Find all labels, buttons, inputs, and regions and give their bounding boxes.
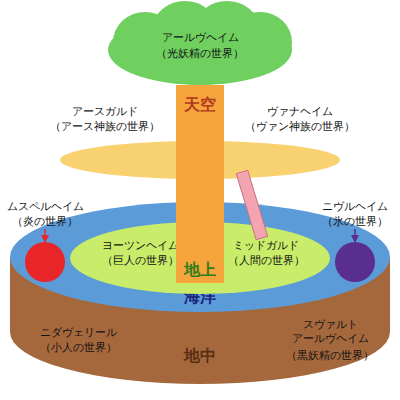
world-name: （小人の世界） xyxy=(40,341,117,355)
cloud-lobe xyxy=(155,31,245,85)
trunk-fill xyxy=(176,85,224,283)
fire-circle-outline xyxy=(25,242,65,282)
ellipse-fill xyxy=(335,242,375,282)
tier-label: 地中 xyxy=(184,347,216,365)
world-name: ヨーツンヘイム xyxy=(102,239,179,253)
world-name: （ヴァン神族の世界） xyxy=(245,120,355,134)
world-name: スヴァルト アールヴヘイム xyxy=(292,318,369,346)
world-name: （アース神族の世界） xyxy=(50,120,160,134)
ice-circle: ニヴルヘイム（氷の世界） xyxy=(335,242,375,282)
world-name: （炎の世界） xyxy=(12,215,78,229)
ellipse-fill xyxy=(60,141,340,179)
trunk-bar-outline xyxy=(176,85,224,283)
world-name: アールヴヘイム xyxy=(162,31,239,45)
world-name: （人間の世界） xyxy=(228,254,305,268)
world-name: ニダヴェリール xyxy=(40,326,117,340)
world-name: （氷の世界） xyxy=(322,215,388,229)
world-name: ムスペルヘイム xyxy=(7,200,84,214)
ellipse-fill xyxy=(10,202,390,312)
world-name: アースガルド xyxy=(72,105,138,119)
trunk-bar: 天空地上 xyxy=(176,85,224,283)
canopy-cloud-outline xyxy=(105,0,295,92)
world-name: ミッドガルド xyxy=(233,239,299,253)
ice-circle-outline xyxy=(335,242,375,282)
world-name: （巨人の世界） xyxy=(102,254,179,268)
ellipse-fill xyxy=(25,242,65,282)
fire-circle: ムスペルヘイム（炎の世界） xyxy=(25,242,65,282)
world-name: （光妖精の世界） xyxy=(156,47,244,61)
body-fill xyxy=(10,257,390,384)
ellipse-fill xyxy=(70,222,330,294)
world-name: ヴァナヘイム xyxy=(267,105,333,119)
tier-label: 天空 xyxy=(184,96,216,114)
world-name: ニヴルヘイム xyxy=(322,200,388,214)
canopy-cloud: アールヴヘイム （光妖精の世界） xyxy=(105,0,295,92)
world-name: （黒妖精の世界） xyxy=(286,349,374,363)
tier-label: 地上 xyxy=(184,261,216,279)
